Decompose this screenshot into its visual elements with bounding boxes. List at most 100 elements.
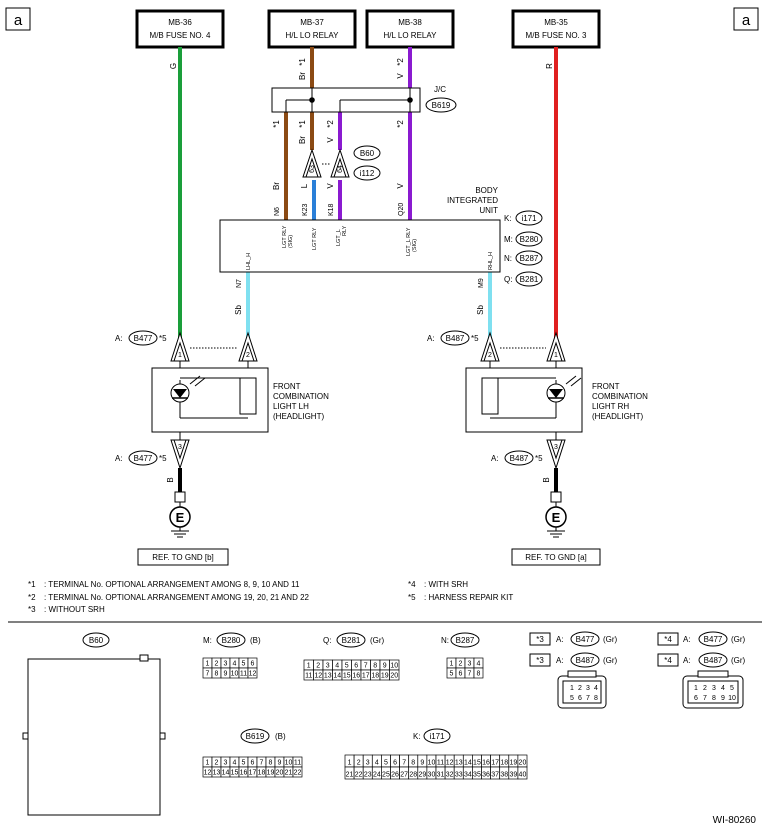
svg-text:*3: *3 bbox=[28, 605, 36, 614]
svg-text:B281: B281 bbox=[520, 275, 539, 284]
svg-text:Br: Br bbox=[298, 136, 307, 144]
pin-number: 36 bbox=[482, 772, 490, 779]
pin-number: 2 bbox=[459, 661, 463, 668]
pin-number: 1 bbox=[206, 760, 210, 767]
svg-text:B280: B280 bbox=[520, 235, 539, 244]
svg-text:a: a bbox=[742, 12, 751, 29]
svg-text:COMBINATION: COMBINATION bbox=[273, 392, 329, 401]
svg-text:K:: K: bbox=[504, 214, 512, 223]
svg-text:R: R bbox=[545, 63, 554, 69]
pin-number: 7 bbox=[260, 760, 264, 767]
svg-text:RLY: RLY bbox=[342, 225, 348, 236]
svg-text:LGT_L: LGT_L bbox=[336, 229, 342, 246]
pin-number: 3 bbox=[326, 663, 330, 670]
svg-text:B619: B619 bbox=[432, 101, 451, 110]
svg-text:*3: *3 bbox=[536, 656, 544, 665]
pin-number: 17 bbox=[362, 673, 370, 680]
svg-text:N7: N7 bbox=[236, 279, 243, 288]
svg-text:i112: i112 bbox=[360, 169, 375, 178]
pin-number: 1 bbox=[450, 661, 454, 668]
pin-number: 7 bbox=[468, 671, 472, 678]
svg-text:2: 2 bbox=[488, 352, 492, 359]
svg-text:1: 1 bbox=[570, 685, 574, 692]
svg-text:*5: *5 bbox=[471, 334, 479, 343]
svg-text:H/L LO RELAY: H/L LO RELAY bbox=[286, 31, 340, 40]
pin-number: 26 bbox=[391, 772, 399, 779]
svg-text:B487: B487 bbox=[576, 656, 595, 665]
svg-text:*2: *2 bbox=[28, 593, 36, 602]
pin-number: 14 bbox=[333, 673, 341, 680]
svg-text:B487: B487 bbox=[446, 334, 465, 343]
connector-b477-drawing: 1 2 3 4 5 6 7 8 bbox=[557, 670, 607, 709]
pin-number: 33 bbox=[455, 772, 463, 779]
svg-text:MB-37: MB-37 bbox=[300, 18, 324, 27]
connector-b487-lower: 3 A: B487 *5 bbox=[491, 439, 566, 470]
svg-text:M:: M: bbox=[504, 235, 513, 244]
pin-number: 19 bbox=[509, 760, 517, 767]
svg-text:A:: A: bbox=[683, 635, 691, 644]
svg-text:A:: A: bbox=[115, 334, 123, 343]
connector-labels: B60 M: B280 (B) Q: B281 (Gr) N: B287 *3 … bbox=[82, 631, 746, 744]
pin-number: 3 bbox=[224, 760, 228, 767]
svg-text:Sb: Sb bbox=[234, 305, 243, 315]
pin-number: 18 bbox=[258, 770, 266, 777]
pin-number: 4 bbox=[477, 661, 481, 668]
pin-number: 7 bbox=[402, 760, 406, 767]
pin-number: 18 bbox=[500, 760, 508, 767]
pin-number: 1 bbox=[348, 760, 352, 767]
pin-number: 28 bbox=[409, 772, 417, 779]
pin-number: 11 bbox=[240, 671, 247, 678]
svg-text:5: 5 bbox=[730, 685, 734, 692]
source-mb35: MB-35 M/B FUSE NO. 3 bbox=[511, 9, 601, 49]
svg-text:*1: *1 bbox=[272, 120, 281, 128]
pin-number: 9 bbox=[278, 760, 282, 767]
pin-number: 23 bbox=[364, 772, 372, 779]
pin-number: 12 bbox=[446, 760, 454, 767]
svg-text:*2: *2 bbox=[326, 120, 335, 128]
svg-text:10: 10 bbox=[728, 695, 736, 702]
svg-text:MB-38: MB-38 bbox=[398, 18, 422, 27]
pin-number: 1 bbox=[307, 663, 311, 670]
pin-number: 34 bbox=[464, 772, 472, 779]
svg-text:*5: *5 bbox=[159, 454, 167, 463]
svg-text:Q:: Q: bbox=[504, 275, 512, 284]
pin-number: 21 bbox=[346, 772, 354, 779]
svg-text:(SIG): (SIG) bbox=[412, 239, 418, 252]
source-mb36: MB-36 M/B FUSE NO. 4 bbox=[135, 9, 225, 49]
svg-text:B60: B60 bbox=[360, 149, 375, 158]
svg-text:A:: A: bbox=[491, 454, 499, 463]
ground-lh: E REF. TO GND [b] bbox=[137, 491, 229, 566]
svg-text:V: V bbox=[326, 183, 335, 189]
svg-text:4: 4 bbox=[721, 685, 725, 692]
svg-text:B487: B487 bbox=[510, 454, 529, 463]
svg-text:9: 9 bbox=[721, 695, 725, 702]
svg-text:6: 6 bbox=[694, 695, 698, 702]
pin-number: 19 bbox=[267, 770, 275, 777]
svg-text:M:: M: bbox=[203, 636, 212, 645]
svg-text:: TERMINAL No. OPTIONAL ARRANG: : TERMINAL No. OPTIONAL ARRANGEMENT AMON… bbox=[44, 580, 300, 589]
svg-text:J/C: J/C bbox=[434, 85, 446, 94]
svg-text:RHL_H: RHL_H bbox=[488, 252, 494, 270]
pin-number: 2 bbox=[357, 760, 361, 767]
pin-number: 10 bbox=[428, 760, 436, 767]
pin-number: 21 bbox=[285, 770, 293, 777]
pin-number: 5 bbox=[450, 671, 454, 678]
svg-text:(HEADLIGHT): (HEADLIGHT) bbox=[592, 412, 643, 421]
svg-text:M/B FUSE NO. 3: M/B FUSE NO. 3 bbox=[526, 31, 587, 40]
svg-text:(B): (B) bbox=[250, 636, 261, 645]
svg-text:BODY: BODY bbox=[475, 186, 498, 195]
svg-text:M/B FUSE NO. 4: M/B FUSE NO. 4 bbox=[150, 31, 211, 40]
svg-text:B487: B487 bbox=[704, 656, 723, 665]
svg-text:V: V bbox=[326, 137, 335, 143]
svg-text:B: B bbox=[542, 477, 551, 482]
svg-text:7: 7 bbox=[586, 695, 590, 702]
pin-number: 14 bbox=[222, 770, 230, 777]
pin-number: 6 bbox=[459, 671, 463, 678]
svg-text:E: E bbox=[552, 510, 561, 525]
pin-number: 2 bbox=[215, 760, 219, 767]
svg-text:1: 1 bbox=[554, 352, 558, 359]
pin-number: 5 bbox=[384, 760, 388, 767]
